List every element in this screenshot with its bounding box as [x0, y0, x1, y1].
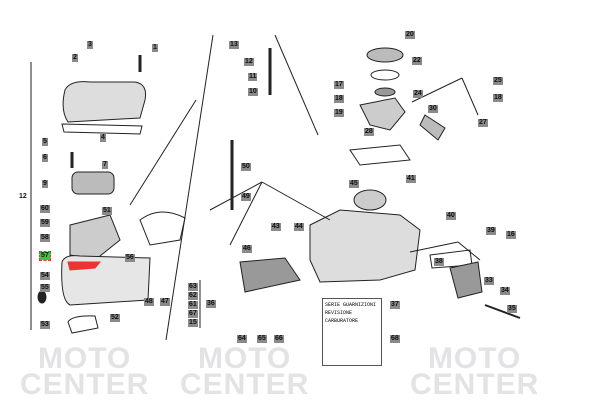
part-label-58[interactable]: 58 [40, 234, 50, 242]
part-label-33[interactable]: 33 [484, 277, 494, 285]
part-label-22[interactable]: 22 [412, 57, 422, 65]
part-label-4[interactable]: 4 [100, 134, 106, 142]
part-label-13[interactable]: 13 [229, 41, 239, 49]
part-label-59[interactable]: 59 [40, 219, 50, 227]
part-label-15[interactable]: 15 [188, 319, 198, 327]
part-label-49[interactable]: 49 [241, 193, 251, 201]
part-label-17[interactable]: 17 [334, 81, 344, 89]
part-label-9[interactable]: 9 [42, 180, 48, 188]
carburetor-body [37, 211, 186, 334]
part-label-36[interactable]: 36 [206, 300, 216, 308]
part-label-12[interactable]: 12 [19, 193, 27, 200]
part-label-37[interactable]: 37 [390, 301, 400, 309]
part-label-52[interactable]: 52 [110, 314, 120, 322]
part-label-43[interactable]: 43 [271, 223, 281, 231]
watermark-line1: MOTO [427, 342, 522, 375]
kit-subtitle: REVISIONE [325, 310, 353, 316]
watermark-line2: CENTER [180, 368, 310, 401]
watermark-line2: CENTER [410, 368, 540, 401]
gasket-kit-box: SERIE GUARNIZIONI REVISIONE CARBURATORE [322, 298, 382, 366]
part-label-53[interactable]: 53 [40, 321, 50, 329]
part-label-47[interactable]: 47 [160, 298, 170, 306]
watermark-line2: CENTER [20, 368, 150, 401]
part-label-63[interactable]: 63 [188, 283, 198, 291]
part-label-30[interactable]: 30 [428, 105, 438, 113]
part-label-7[interactable]: 7 [102, 161, 108, 169]
carburetor-cover [61, 55, 146, 195]
part-label-39[interactable]: 39 [486, 227, 496, 235]
part-label-62[interactable]: 62 [188, 292, 198, 300]
part-label-50[interactable]: 50 [241, 163, 251, 171]
part-label-40[interactable]: 40 [446, 212, 456, 220]
part-label-44[interactable]: 44 [294, 223, 304, 231]
part-label-46[interactable]: 46 [242, 245, 252, 253]
part-label-65[interactable]: 65 [257, 335, 267, 343]
part-label-20[interactable]: 20 [405, 31, 415, 39]
part-label-18[interactable]: 18 [493, 94, 503, 102]
part-label-11[interactable]: 11 [248, 73, 258, 81]
part-label-57[interactable]: 57 [39, 251, 51, 261]
part-label-10[interactable]: 10 [248, 88, 258, 96]
part-label-27[interactable]: 27 [478, 119, 488, 127]
part-label-60[interactable]: 60 [40, 205, 50, 213]
leader-lines [30, 34, 481, 341]
part-label-38[interactable]: 38 [434, 258, 444, 266]
part-label-56[interactable]: 56 [125, 254, 135, 262]
watermark-line1: MOTO [197, 342, 292, 375]
part-label-67[interactable]: 67 [188, 310, 198, 318]
part-label-25[interactable]: 25 [493, 77, 503, 85]
part-label-19[interactable]: 19 [334, 109, 344, 117]
watermark-line1: MOTO [37, 342, 132, 375]
part-label-48[interactable]: 48 [144, 298, 154, 306]
part-label-34[interactable]: 34 [500, 287, 510, 295]
part-label-55[interactable]: 55 [40, 284, 50, 292]
main-body [230, 47, 521, 319]
part-label-2[interactable]: 2 [72, 54, 78, 62]
part-label-66[interactable]: 66 [274, 335, 284, 343]
part-label-54[interactable]: 54 [40, 272, 50, 280]
kit-title: SERIE GUARNIZIONI [325, 302, 377, 308]
part-label-61[interactable]: 61 [188, 301, 198, 309]
part-label-16[interactable]: 16 [506, 231, 516, 239]
part-label-5[interactable]: 5 [42, 138, 48, 146]
part-label-45[interactable]: 45 [349, 180, 359, 188]
part-label-1[interactable]: 1 [152, 44, 158, 52]
part-label-24[interactable]: 24 [413, 90, 423, 98]
kit-subtitle-2: CARBURATORE [325, 318, 359, 324]
part-label-51[interactable]: 51 [102, 207, 112, 215]
part-label-41[interactable]: 41 [406, 175, 416, 183]
part-label-35[interactable]: 35 [507, 305, 517, 313]
part-label-18[interactable]: 18 [334, 95, 344, 103]
part-label-3[interactable]: 3 [87, 41, 93, 49]
part-label-12[interactable]: 12 [244, 58, 254, 66]
part-label-6[interactable]: 6 [42, 154, 48, 162]
part-label-28[interactable]: 28 [364, 128, 374, 136]
part-label-68[interactable]: 68 [390, 335, 400, 343]
part-label-64[interactable]: 64 [237, 335, 247, 343]
